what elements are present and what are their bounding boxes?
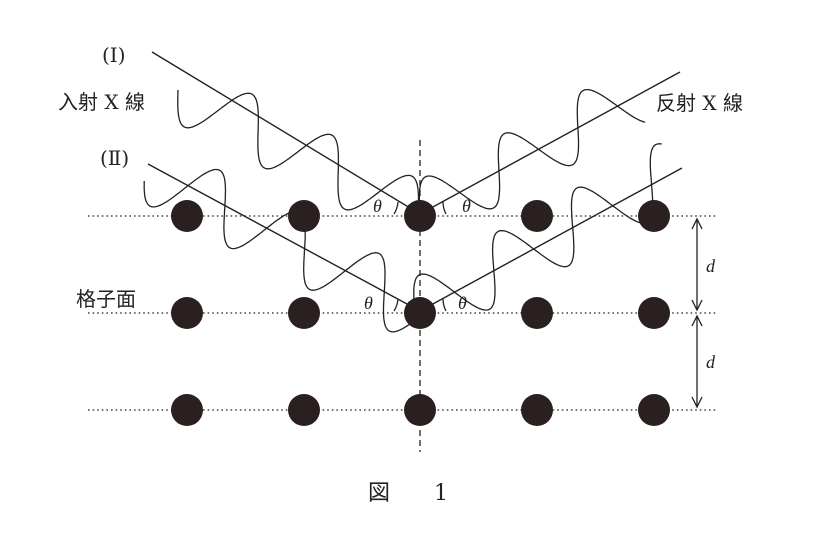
ray-1 [151,51,681,215]
lattice-atom [404,200,436,232]
lattice-atom [521,297,553,329]
atom-grid [171,200,670,426]
lattice-atom [638,297,670,329]
lattice-atom [171,394,203,426]
ray-1-incident-line [151,51,421,215]
angle-arc [393,298,399,312]
arrow-head [691,299,703,312]
theta-label: θ [458,293,467,313]
arrow-head [691,314,703,327]
ray-1-label: (Ⅰ) [102,43,126,67]
lattice-plane-label: 格子面 [76,287,136,311]
lattice-atom [521,200,553,232]
spacing-label: d [706,352,716,372]
spacing-arrows [691,217,703,409]
angle-arc [442,298,447,312]
lattice-atom [288,297,320,329]
wave-group [143,88,662,333]
angle-arc [442,201,447,215]
theta-label: θ [373,196,382,216]
caption-prefix: 図 [368,481,390,506]
arrow-head [691,217,703,230]
ray-1-reflected-wave [418,88,646,215]
angle-arcs [393,201,447,312]
lattice-atom [521,394,553,426]
theta-label: θ [462,196,471,216]
ray-2-label: (Ⅱ) [100,146,129,170]
spacing-label: d [706,256,716,276]
lattice-atom [404,394,436,426]
lattice-atom [638,200,670,232]
reflected-xray-label: 反射 X 線 [656,91,743,115]
incident-xray-label: 入射 X 線 [58,90,145,114]
ray-1-incident-wave [177,89,420,218]
ray-2 [147,163,683,312]
ray-2-reflected-line [419,167,683,312]
angle-arc [393,201,399,215]
lattice-atom [288,200,320,232]
lattice-atom [171,200,203,232]
ray-1-reflected-line [419,71,681,215]
lattice-atom [638,394,670,426]
theta-label: θ [364,293,373,313]
ray-2-incident-line [147,163,421,312]
caption-number: 1 [434,481,448,506]
lattice-atom [404,297,436,329]
lattice-atom [171,297,203,329]
arrow-head [691,396,703,409]
lattice-planes [88,215,716,411]
lattice-atom [288,394,320,426]
